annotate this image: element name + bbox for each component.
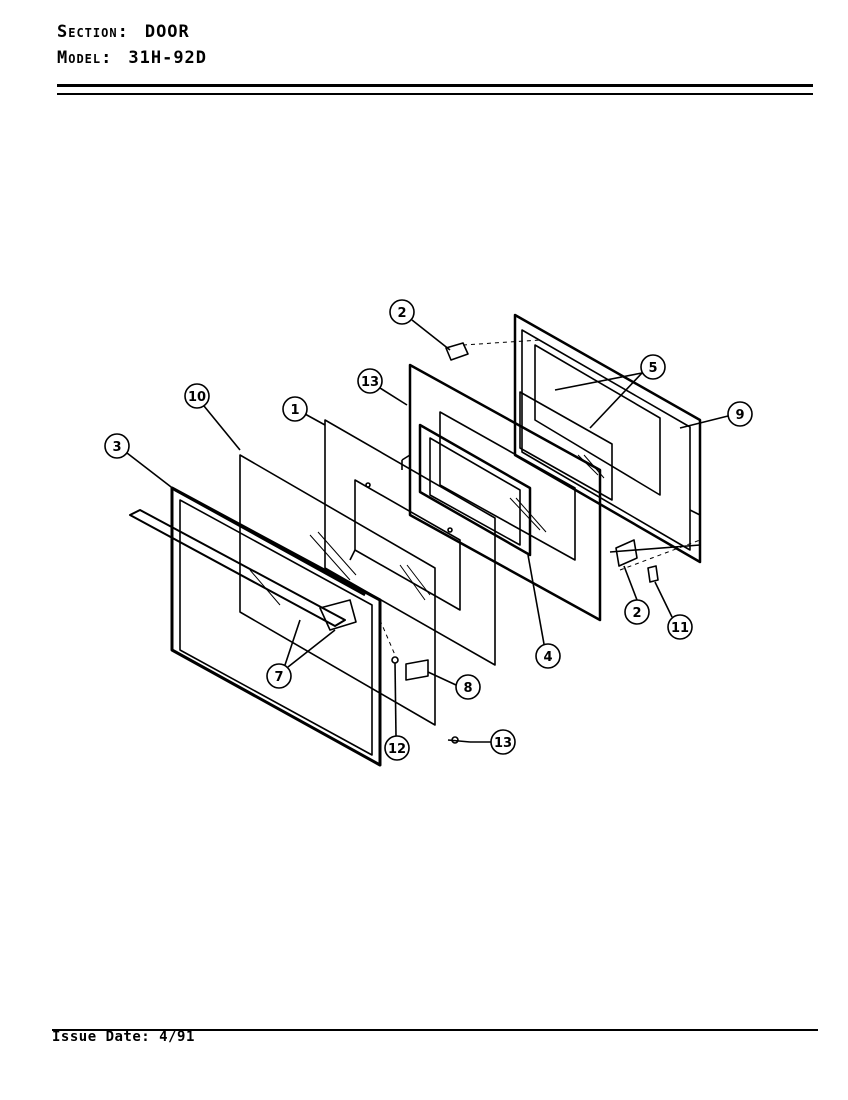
model-heading: Model: 31H-92D [57, 48, 207, 68]
part-2-hinge-bottom [615, 539, 638, 567]
svg-text:4: 4 [543, 650, 552, 665]
callout-9: 9 [679, 401, 753, 429]
section-value: DOOR [144, 22, 190, 42]
svg-text:13: 13 [494, 736, 512, 751]
header-rule-top [57, 84, 813, 87]
svg-text:5: 5 [648, 361, 657, 376]
footer-rule [52, 1029, 818, 1031]
part-2-hinge-top [445, 342, 469, 361]
callout-8: 8 [427, 671, 481, 700]
svg-text:11: 11 [671, 621, 689, 636]
callout-13: 13 [357, 368, 408, 406]
svg-text:9: 9 [735, 408, 744, 423]
part-11-clip [647, 565, 659, 583]
part-8-bracket [405, 659, 429, 681]
svg-text:2: 2 [397, 306, 406, 321]
section-label: Section: [57, 22, 129, 42]
callout-7: 7 [266, 619, 336, 689]
section-heading: Section: DOOR [57, 22, 190, 42]
callout-10: 12 [384, 662, 410, 761]
part-12-screw [447, 736, 471, 744]
svg-text:1: 1 [290, 403, 299, 418]
callout-11: 11 [654, 581, 693, 640]
svg-text:3: 3 [112, 440, 121, 455]
part-3-outer-door [170, 486, 382, 767]
model-value: 31H-92D [128, 48, 208, 68]
issue-label: Issue Date: [52, 1029, 151, 1045]
part-7-handle [129, 509, 357, 631]
header-rule-bottom [57, 93, 813, 95]
callout-12: 13 [470, 729, 516, 755]
svg-text:7: 7 [274, 670, 283, 685]
svg-text:12: 12 [388, 742, 406, 757]
svg-text:13: 13 [361, 375, 379, 390]
svg-text:2: 2 [632, 606, 641, 621]
callout-6: 10 [184, 383, 241, 451]
callout-3: 3 [104, 433, 176, 491]
svg-text:10: 10 [188, 390, 206, 405]
svg-text:8: 8 [463, 681, 472, 696]
part-9-door-liner [513, 313, 702, 564]
callout-1: 1 [282, 396, 326, 426]
callout-5: 5 [554, 354, 666, 429]
inner-plate [349, 479, 461, 611]
callout-2-bottom: 2 [623, 565, 650, 625]
issue-date: Issue Date: 4/91 [52, 1029, 195, 1045]
issue-value: 4/91 [159, 1029, 195, 1045]
part-10-screw [391, 656, 399, 664]
callout-2-top: 2 [389, 299, 451, 351]
callout-4: 4 [527, 554, 561, 669]
part-4-window-pack [418, 423, 547, 557]
model-label: Model: [57, 48, 113, 68]
part-6-outer-glass [239, 454, 436, 726]
part-1-insulation [324, 419, 496, 666]
part-13-frame [401, 363, 602, 622]
